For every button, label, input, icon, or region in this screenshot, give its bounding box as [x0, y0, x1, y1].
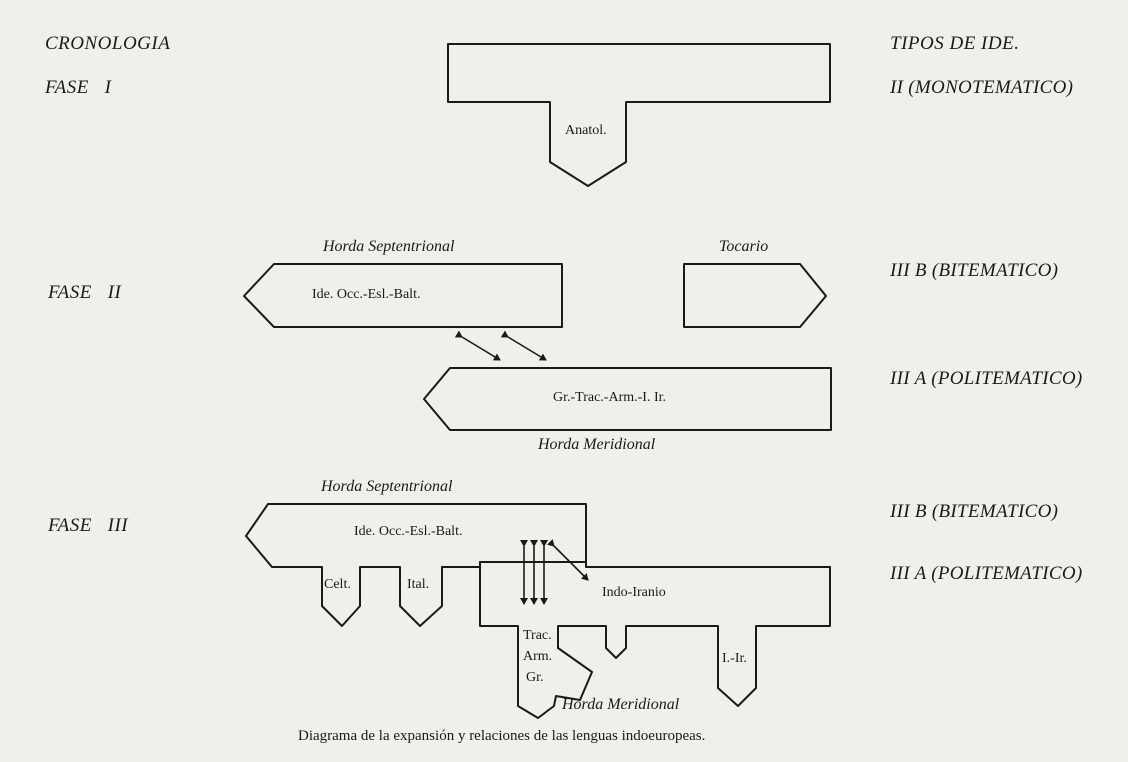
f2-north-shape: [243, 263, 563, 328]
type-label-politematico: III A (POLITEMATICO): [890, 563, 1083, 584]
type-label-bitematico: III B (BITEMATICO): [890, 260, 1059, 281]
gr-label: Gr.: [526, 670, 544, 685]
f3-north-shape: [245, 503, 587, 627]
celt-label: Celt.: [324, 577, 351, 592]
type-label-politematico: III A (POLITEMATICO): [890, 368, 1083, 389]
relation-arrow: [454, 330, 501, 361]
i-ir-label: I.-Ir.: [722, 651, 747, 666]
relation-arrow: [546, 538, 589, 581]
f2-south-shape: [423, 367, 832, 431]
phase-1-label: FASE I: [45, 77, 112, 98]
chronology-header: CRONOLOGIA: [45, 33, 171, 54]
f3-north-label: Ide. Occ.-Esl.-Balt.: [354, 524, 463, 539]
horde-label-septentrional: Horda Septentrional: [323, 238, 455, 255]
horde-label-meridional: Horda Meridional: [562, 696, 680, 713]
ital-label: Ital.: [407, 577, 430, 592]
indo-iranio-label: Indo-Iranio: [602, 585, 666, 600]
anatol-shape: [447, 43, 831, 187]
ide-types-header: TIPOS DE IDE.: [890, 33, 1020, 54]
tocario-shape: [683, 263, 827, 328]
figure-caption: Diagrama de la expansión y relaciones de…: [298, 728, 706, 744]
horde-label-tocario: Tocario: [719, 238, 769, 255]
horde-label-meridional: Horda Meridional: [538, 436, 656, 453]
phase-3-label: FASE III: [48, 515, 129, 536]
f3-south-shape: [479, 561, 831, 719]
type-label-bitematico: III B (BITEMATICO): [890, 501, 1059, 522]
anatol-label: Anatol.: [565, 123, 607, 138]
phase-2-label: FASE II: [48, 282, 122, 303]
horde-label-septentrional: Horda Septentrional: [321, 478, 453, 495]
type-label-monotematico: II (MONOTEMATICO): [890, 77, 1074, 98]
trac-label: Trac.: [523, 628, 552, 643]
relation-arrow: [500, 330, 547, 361]
arm-label: Arm.: [523, 649, 553, 664]
f2-north-label: Ide. Occ.-Esl.-Balt.: [312, 287, 421, 302]
f2-south-label: Gr.-Trac.-Arm.-I. Ir.: [553, 390, 667, 405]
